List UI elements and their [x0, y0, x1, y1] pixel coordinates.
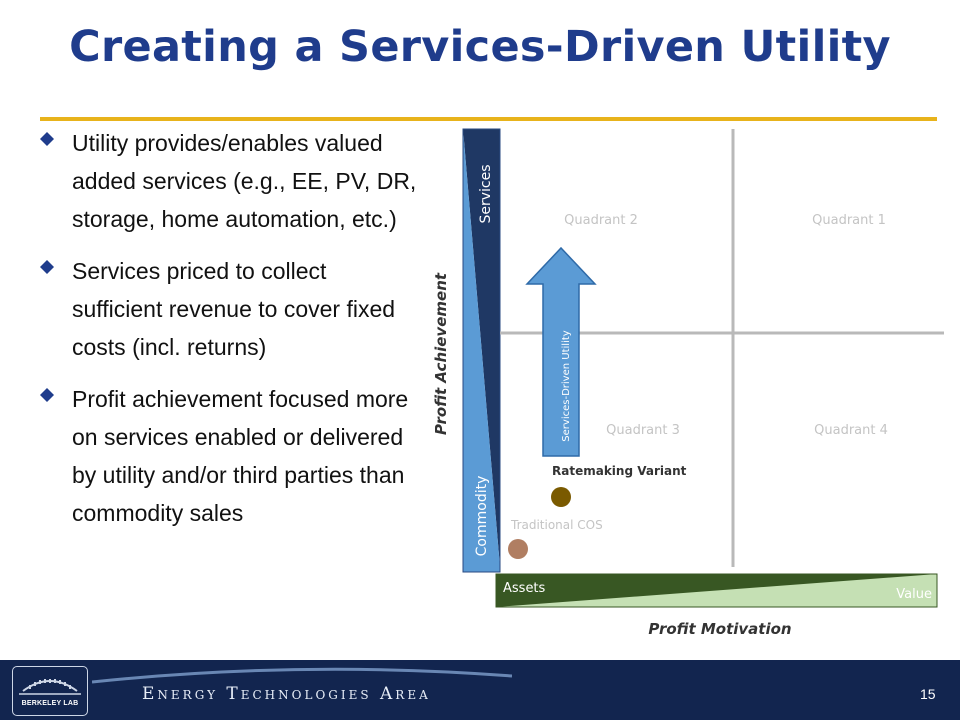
bullet-list: Utility provides/enables valued added se… — [38, 124, 423, 546]
y-top-label: Services — [478, 164, 494, 223]
arrow-label: Services-Driven Utility — [561, 330, 572, 441]
logo-text: BERKELEY LAB — [21, 700, 79, 707]
point-ratemaking-variant — [551, 487, 571, 507]
diamond-bullet-icon — [40, 132, 54, 146]
bullet-item: Services priced to collect sufficient re… — [38, 252, 423, 366]
bullet-text: Utility provides/enables valued added se… — [72, 130, 417, 232]
org-name: Energy Technologies Area — [142, 684, 431, 704]
diamond-bullet-icon — [40, 388, 54, 402]
page-number: 15 — [920, 686, 936, 702]
quadrant-1-label: Quadrant 1 — [812, 213, 886, 228]
point-traditional-cos — [508, 539, 528, 559]
point-label-traditional: Traditional COS — [510, 518, 603, 532]
x-right-label: Value — [896, 587, 932, 602]
lab-building-icon — [19, 679, 81, 695]
bullet-text: Services priced to collect sufficient re… — [72, 258, 396, 360]
bullet-item: Profit achievement focused more on servi… — [38, 380, 423, 532]
diamond-bullet-icon — [40, 260, 54, 274]
quadrant-diagram: Services Commodity Profit Achievement Qu… — [432, 128, 944, 638]
berkeley-lab-logo: BERKELEY LAB — [12, 666, 88, 716]
title-underline — [40, 117, 937, 121]
bullet-item: Utility provides/enables valued added se… — [38, 124, 423, 238]
point-label-ratemaking: Ratemaking Variant — [552, 464, 687, 478]
y-axis-label: Profit Achievement — [432, 272, 450, 435]
quadrant-2-label: Quadrant 2 — [564, 213, 638, 228]
services-driven-arrow — [525, 246, 597, 457]
x-axis-assets-bar — [496, 574, 937, 607]
footer-bar: BERKELEY LAB Energy Technologies Area 15 — [0, 660, 960, 720]
x-axis-label: Profit Motivation — [648, 620, 791, 638]
x-left-label: Assets — [503, 581, 546, 596]
quadrant-3-label: Quadrant 3 — [606, 423, 680, 438]
y-axis-commodity-bar — [463, 129, 500, 572]
bullet-text: Profit achievement focused more on servi… — [72, 386, 409, 526]
footer-swoosh — [92, 667, 512, 684]
slide-title: Creating a Services-Driven Utility — [69, 22, 891, 72]
quadrant-4-label: Quadrant 4 — [814, 423, 888, 438]
y-bottom-label: Commodity — [474, 476, 490, 557]
